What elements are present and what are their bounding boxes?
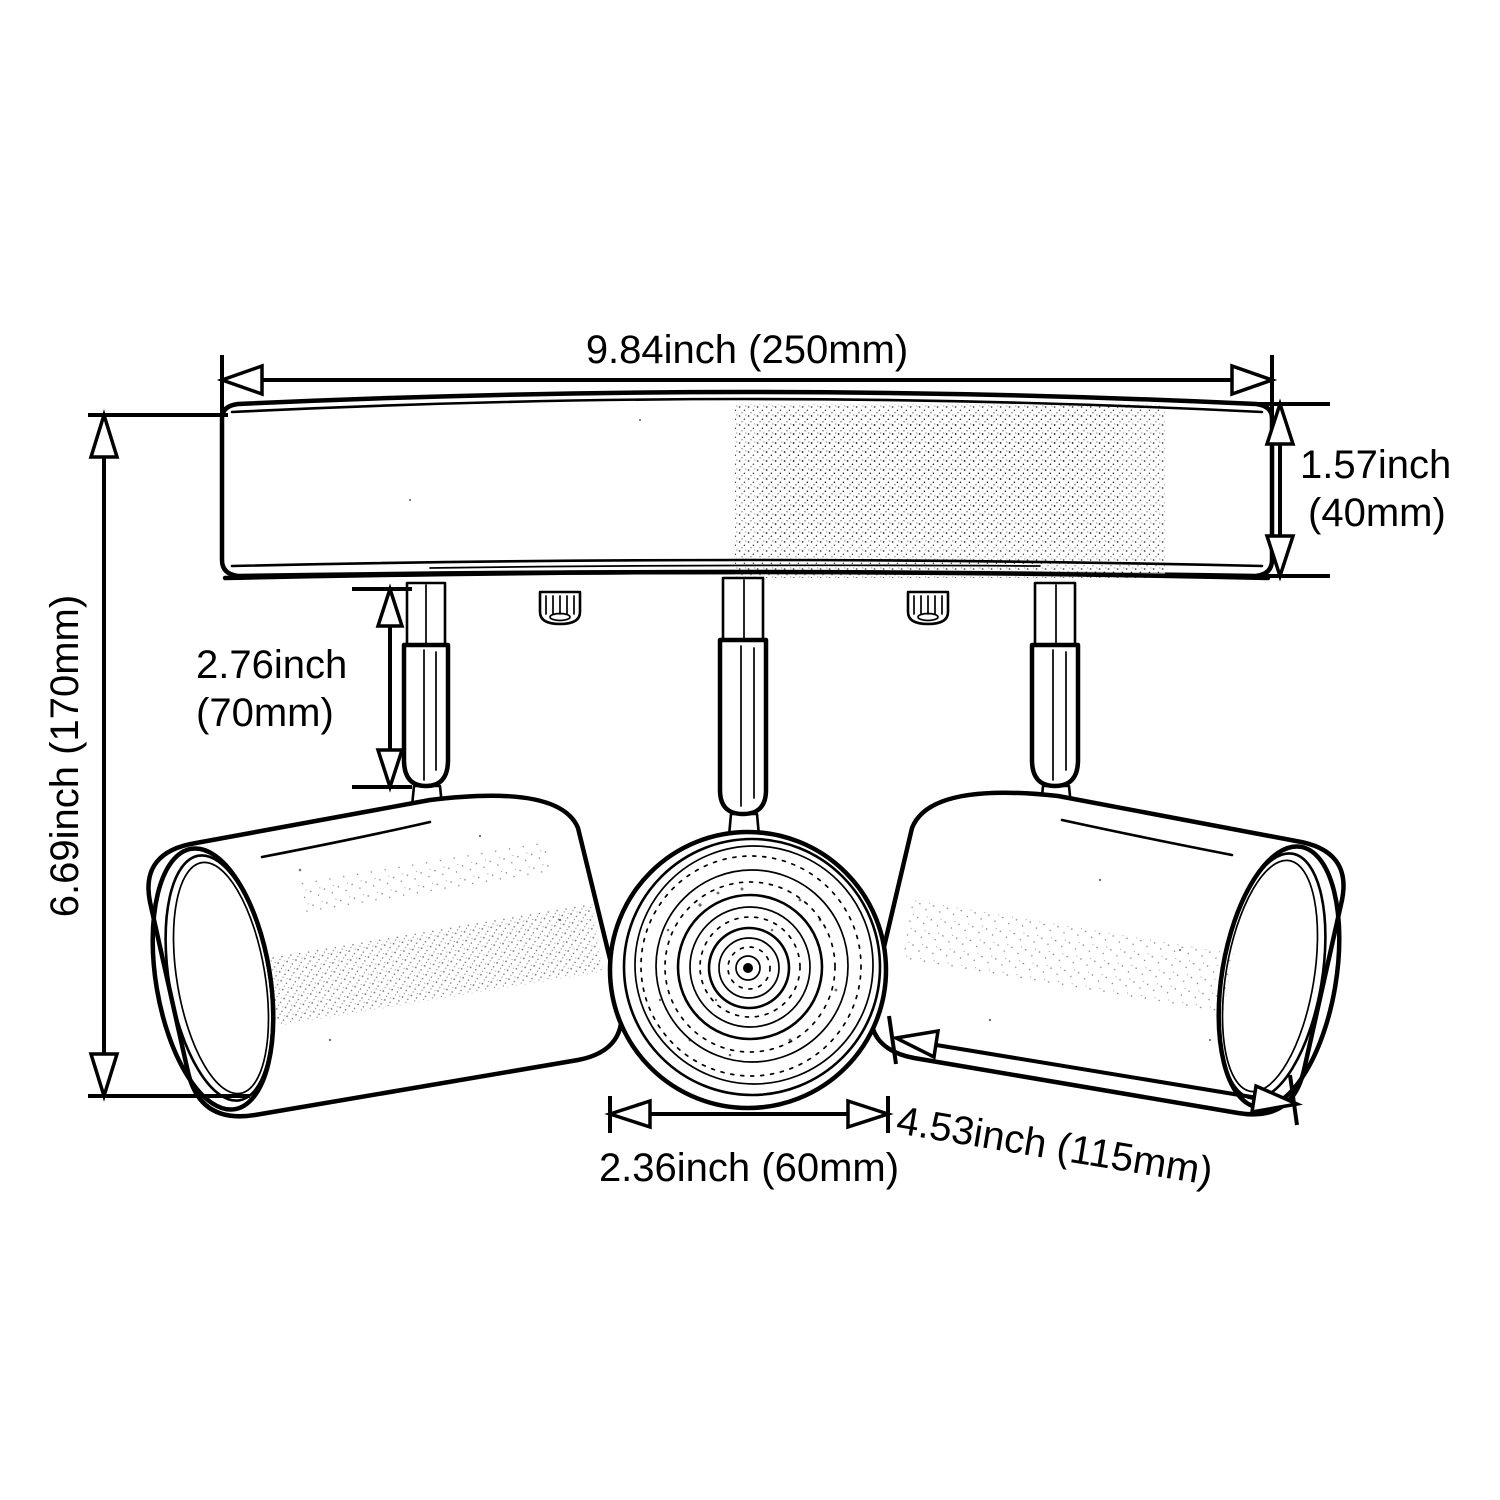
dimension-overall-height: 6.69inch (170mm) (43, 409, 250, 1102)
left-head-front-inner (164, 854, 274, 1102)
dimension-canopy-height: 1.57inch (40mm) (1258, 398, 1451, 582)
center-spotlight-front-face (607, 829, 889, 1111)
left-head-shading (266, 840, 604, 1026)
stem-length-label-line1: 2.76inch (196, 643, 347, 687)
dimension-overall-width: 9.84inch (250mm) (216, 328, 1278, 418)
ceiling-canopy-plate (219, 389, 1275, 581)
left-spotlight-cylinder (146, 793, 624, 1119)
canopy-top-edge (230, 397, 1264, 414)
head-diameter-label: 2.36inch (60mm) (599, 1146, 899, 1190)
scan-noise (298, 418, 1212, 1042)
center-adjustable-stem (717, 576, 769, 838)
canopy-height-label-line1: 1.57inch (1300, 443, 1451, 487)
right-head-shading (898, 899, 1234, 1013)
overall-height-label: 6.69inch (170mm) (43, 595, 87, 917)
right-spotlight-cylinder (868, 790, 1346, 1117)
canopy-shading (735, 404, 1165, 578)
dimension-stem-length: 2.76inch (70mm) (196, 583, 412, 793)
stem-length-label-line2: (70mm) (196, 691, 334, 735)
left-canopy-screw (538, 590, 582, 626)
canopy-bottom-rim (222, 569, 1271, 581)
overall-width-label: 9.84inch (250mm) (586, 328, 908, 372)
center-head-speckle (658, 887, 838, 1057)
canopy-height-label-line2: (40mm) (1308, 491, 1446, 535)
dimension-head-diameter: 2.36inch (60mm) (599, 1096, 899, 1190)
right-canopy-screw (906, 590, 950, 626)
left-adjustable-stem (401, 581, 451, 808)
head-length-label: 4.53inch (115mm) (894, 1098, 1216, 1194)
canopy-bottom-edge (230, 558, 1264, 568)
canopy-lip-line (429, 564, 1041, 569)
center-head-texture (640, 855, 862, 1077)
right-adjustable-stem (1029, 581, 1081, 808)
